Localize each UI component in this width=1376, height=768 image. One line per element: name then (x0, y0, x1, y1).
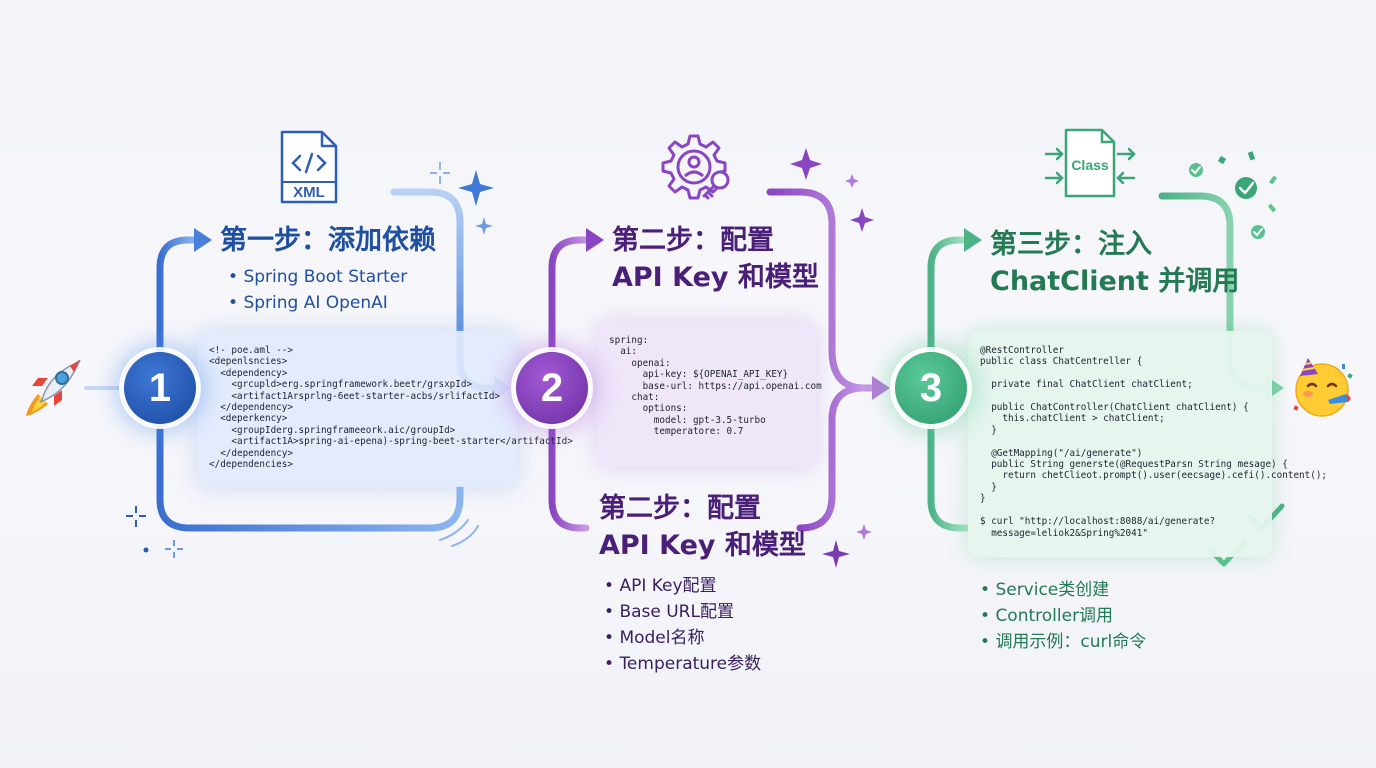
arrowhead (194, 228, 212, 252)
sparkle-icon (430, 162, 450, 184)
pom-xml-code-card: <!- poe.aml --> <depenlsncies> <dependen… (197, 331, 573, 487)
arrow-step2-to-step3-top (766, 188, 876, 392)
class-file-icon: Class (1044, 128, 1136, 198)
step3-bullets: Service类创建 Controller调用 调用示例：curl命令 (980, 577, 1146, 655)
sparkle-icon (790, 148, 822, 180)
step3-title: 第三步：注入 ChatClient 并调用 (990, 226, 1239, 300)
arrow-step2-to-title (548, 236, 592, 356)
sparkle-icon (126, 506, 146, 527)
arrow-step2-to-step3-bottom (796, 384, 868, 532)
checkmark-icon (1235, 177, 1257, 199)
list-item: Spring AI OpenAI (228, 290, 407, 316)
arrow-step2-bottom (548, 420, 590, 532)
arrow-step1-to-title (156, 236, 200, 356)
step3-title-line2: ChatClient 并调用 (990, 266, 1240, 297)
step2-title-top: 第二步：配置 API Key 和模型 (612, 222, 819, 296)
list-item: Service类创建 (980, 577, 1146, 603)
sparkle-icon (458, 170, 494, 206)
sparkle-icon (845, 174, 859, 188)
step1-number-badge: 1 (124, 352, 196, 424)
confetti (1217, 155, 1227, 165)
arrowhead (872, 376, 890, 400)
step1-bullets: Spring Boot Starter Spring AI OpenAI (228, 264, 407, 316)
sparkle-icon (475, 217, 493, 235)
confetti (1267, 203, 1277, 213)
arrowhead (586, 228, 604, 252)
step2-number-badge: 2 (516, 352, 588, 424)
rocket-icon (26, 359, 81, 416)
sparkle-dot (143, 547, 149, 553)
application-yml-code-card: spring: ai: openai: api-key: ${OPENAI_AP… (597, 321, 822, 467)
step2-title-line1: 第二步：配置 (612, 225, 774, 256)
motion-lines (439, 519, 479, 547)
sparkle-icon (856, 524, 872, 540)
sparkle-icon (822, 540, 850, 568)
list-item: Base URL配置 (604, 599, 761, 625)
arrowhead (964, 228, 982, 252)
code-block: <!- poe.aml --> <depenlsncies> <dependen… (209, 345, 573, 471)
xml-icon-label: XML (293, 184, 325, 201)
step2-title-line2: API Key 和模型 (599, 530, 806, 561)
class-icon-label: Class (1071, 157, 1109, 173)
list-item: 调用示例：curl命令 (980, 629, 1146, 655)
list-item: Temperature参数 (604, 651, 761, 677)
arrow-loop-bottom (156, 420, 464, 532)
step2-title-line1: 第二步：配置 (599, 493, 761, 524)
confetti (1269, 175, 1277, 185)
step3-number-badge: 3 (895, 352, 967, 424)
sparkle-icon (850, 208, 874, 232)
checkmark-icon (1251, 225, 1265, 239)
step2-bullets: API Key配置 Base URL配置 Model名称 Temperature… (604, 573, 761, 677)
code-block: spring: ai: openai: api-key: ${OPENAI_AP… (609, 335, 822, 438)
step1-title: 第一步：添加依赖 (220, 225, 436, 256)
list-item: Spring Boot Starter (228, 264, 407, 290)
arrow-step3-to-title (927, 236, 970, 356)
arrow-step3-bottom (927, 420, 970, 532)
confetti (1247, 151, 1256, 161)
list-item: Model名称 (604, 625, 761, 651)
step3-title-line1: 第三步：注入 (990, 229, 1152, 260)
step2-title-line2: API Key 和模型 (612, 262, 819, 293)
party-face-icon (1293, 358, 1353, 417)
list-item: Controller调用 (980, 603, 1146, 629)
list-item: API Key配置 (604, 573, 761, 599)
checkmark-icon (1189, 163, 1203, 177)
gear-user-key-icon (661, 134, 730, 200)
sparkle-icon (165, 540, 183, 558)
xml-file-icon: XML (280, 130, 338, 204)
code-block: @RestController public class ChatCentrel… (980, 345, 1328, 539)
step2-title-bottom: 第二步：配置 API Key 和模型 (599, 490, 806, 564)
controller-code-card: @RestController public class ChatCentrel… (968, 331, 1328, 557)
